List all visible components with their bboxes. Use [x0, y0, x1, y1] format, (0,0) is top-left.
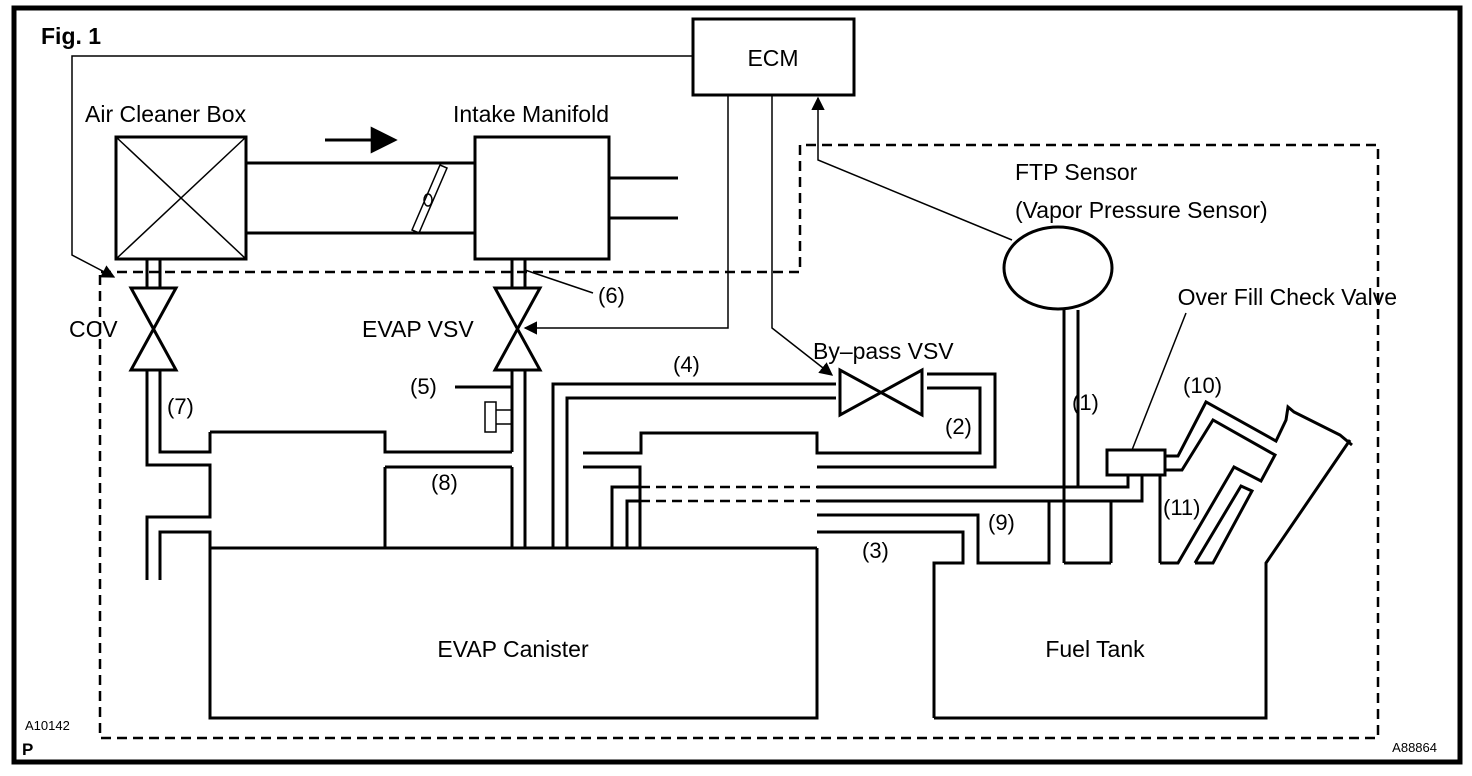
line-3: [817, 501, 1051, 718]
intake-manifold-label: Intake Manifold: [453, 101, 609, 127]
fuel-tank: [934, 310, 1353, 720]
evap-vsv-label: EVAP VSV: [362, 316, 474, 342]
callout-10: (10): [1183, 373, 1222, 398]
callout-9: (9): [988, 510, 1015, 535]
line-9: [610, 475, 1144, 548]
throttle-valve-icon: [411, 164, 448, 234]
wire-ftp-ecm: [811, 96, 1013, 241]
figure-code-left: A10142: [25, 718, 70, 733]
figure-code-right: A88864: [1392, 740, 1437, 755]
service-port-icon: [484, 401, 512, 433]
intake-manifold: [473, 135, 678, 261]
evap-canister: [145, 370, 997, 720]
callout-6: (6): [598, 283, 625, 308]
figure-frame: [11, 5, 1463, 765]
ecm-label: ECM: [747, 45, 798, 71]
wire-ecm-bypass-vsv: [771, 95, 834, 376]
ftp-sensor: [1002, 225, 1114, 311]
air-cleaner-box-label: Air Cleaner Box: [85, 101, 247, 127]
fuel-tank-label: Fuel Tank: [1045, 636, 1145, 662]
callout-8: (8): [431, 470, 458, 495]
over-fill-check-valve-leader: [1131, 312, 1187, 451]
ccv-label: CCV: [69, 316, 118, 342]
figure-title: Fig. 1: [41, 23, 101, 49]
callout-11: (11): [1163, 495, 1201, 520]
callout-2: (2): [945, 414, 972, 439]
over-fill-check-valve: [1105, 448, 1167, 477]
ccv-valve: [128, 259, 179, 372]
ftp-sensor-label: FTP Sensor: [1015, 159, 1138, 185]
ecm-wiring: [71, 55, 1013, 376]
line-4: [551, 382, 836, 548]
evap-vsv-valve: [492, 259, 543, 372]
callout-leader-6: [524, 269, 594, 294]
bypass-vsv-valve: [838, 367, 924, 418]
air-cleaner-box: [114, 135, 248, 261]
callout-4: (4): [673, 352, 700, 377]
callout-7: (7): [167, 394, 194, 419]
callout-5: (5): [410, 374, 437, 399]
evap-canister-label: EVAP Canister: [437, 636, 589, 662]
intake-duct: [246, 126, 475, 235]
figure-code-left-sub: P: [22, 740, 33, 759]
bypass-vsv-label: By–pass VSV: [813, 338, 954, 364]
ftp-sensor-alt-label: (Vapor Pressure Sensor): [1015, 197, 1268, 223]
wire-ecm-ccv: [71, 55, 693, 278]
ecm-box: [691, 17, 856, 97]
wire-ecm-evap-vsv: [523, 95, 729, 335]
callout-1: (1): [1072, 390, 1099, 415]
callout-3: (3): [862, 538, 889, 563]
over-fill-check-valve-label: Over Fill Check Valve: [1178, 284, 1397, 310]
